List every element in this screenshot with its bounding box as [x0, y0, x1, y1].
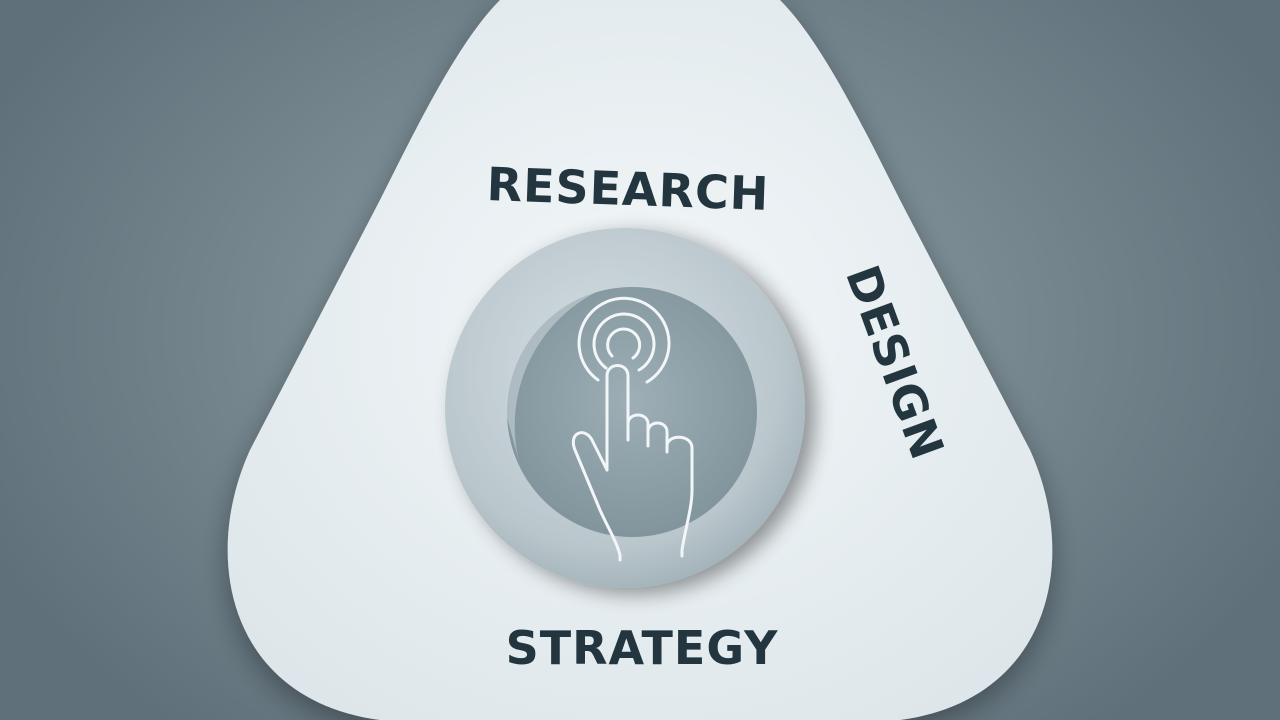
research-label: RESEARCH — [486, 157, 770, 221]
strategy-label: STRATEGY — [506, 621, 779, 675]
inner-circle — [507, 287, 757, 537]
touch-hand-icon — [571, 296, 694, 562]
